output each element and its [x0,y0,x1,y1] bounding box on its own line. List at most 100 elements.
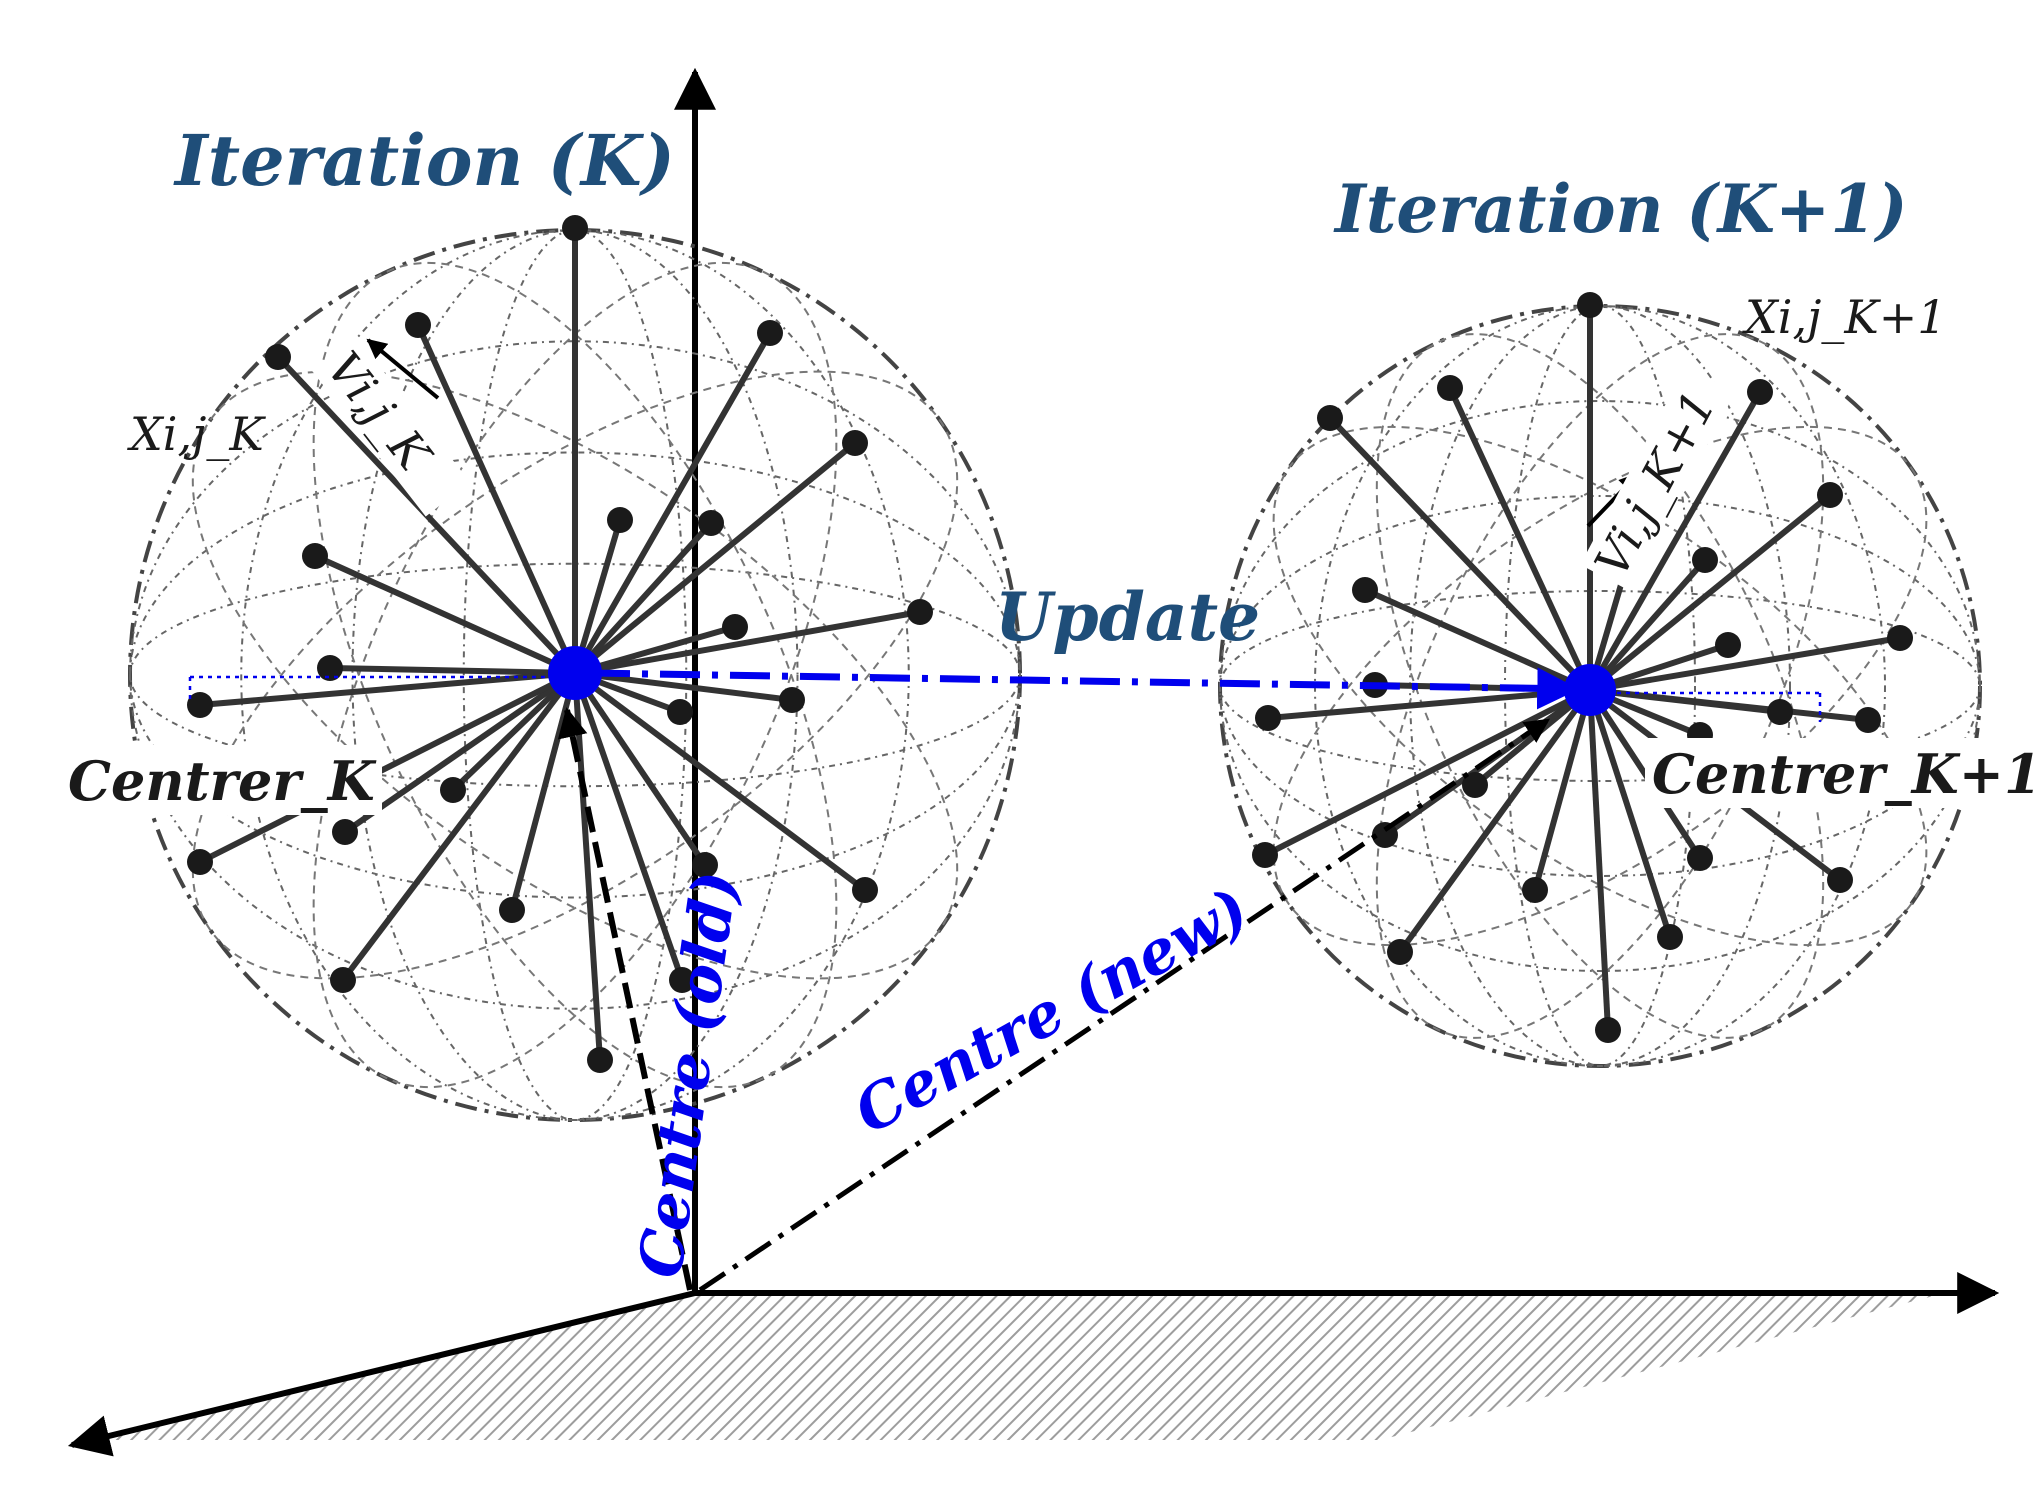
sphere-k-particle [779,687,805,713]
sphere-k1-spoke [1397,688,1593,954]
ground-plane [85,1293,1945,1440]
sphere-k1-spoke [1327,415,1593,693]
sphere-k-spoke [574,670,793,703]
centrer-k1-label-bg [1645,738,2005,808]
sphere-k-particle [607,507,633,533]
centre-old-arrow [557,707,693,1291]
position-k1-label: Xi,j_K+1 [1742,290,1947,344]
sphere-k1-particle [1767,699,1793,725]
title-iteration-k: Iteration (K) [173,119,675,202]
position-k-label: Xi,j_K [127,407,266,461]
sphere-k-particle [330,967,356,993]
sphere-k1-particle [1817,482,1843,508]
sphere-k1-particle [1352,577,1378,603]
sphere-k1-spoke [1589,687,1869,723]
sphere-k-particle [852,877,878,903]
sphere-k1-particle [1252,842,1278,868]
sphere-k-spoke [572,520,714,676]
sphere-k1-particle [1437,375,1463,401]
sphere-k-spoke [574,609,921,676]
sphere-k1-particle [1887,625,1913,651]
sphere-k-spoke [313,553,577,676]
velocity-k1-label-bg [1580,365,1736,591]
sphere-k1-particle [1255,705,1281,731]
sphere-k1-particle [1657,924,1683,950]
sphere-k-particle [669,967,695,993]
sphere-k-particle [667,699,693,725]
centrer-k-label-bg [62,745,382,815]
sphere-k-meridian [351,229,799,1121]
sphere-k1-particle [1317,405,1343,431]
sphere-k-ring [191,370,959,980]
sphere-k1-particle [1522,877,1548,903]
sphere-k-particle [302,543,328,569]
sphere-k1-spoke [1589,635,1901,693]
sphere-k1-particle [1827,867,1853,893]
centre-new-arrow [698,717,1551,1293]
update-arrow [589,667,1580,710]
sphere-k-particle [499,897,525,923]
centre-k1-node [1564,664,1616,716]
sphere-k-particle [587,1047,613,1073]
centrer-k-label: Centrer_K [68,749,377,813]
velocity-k-arrow [366,338,440,400]
sphere-k1-ring [1272,425,1928,947]
sphere-k-particle [692,852,718,878]
sphere-k1-particle [1577,292,1603,318]
sphere-k1-particle [1692,547,1718,573]
sphere-k1-particle [1462,772,1488,798]
sphere-k-spoke [572,331,773,675]
sphere-k-spoke [340,671,578,982]
sphere-k1-spoke [1587,689,1673,938]
title-iteration-k1: Iteration (K+1) [1333,170,1907,248]
sphere-k1-particle [1687,845,1713,871]
sphere-k1-spoke [1587,558,1708,692]
sphere-k-particle [722,614,748,640]
sphere-k-spoke [343,670,577,835]
sphere-k-spoke [573,440,857,676]
sphere-k-particle [757,320,783,346]
sphere-k-particle [187,849,213,875]
update-label: Update [995,578,1260,656]
sphere-k1-particle [1855,707,1881,733]
sphere-k-particle [440,777,466,803]
sphere-k-particle [265,344,291,370]
sphere-k-particle [907,599,933,625]
z-axis [67,1290,696,1457]
sphere-k-spoke [415,323,578,675]
sphere-k-particle [698,510,724,536]
sphere-k-spoke [450,670,578,793]
sphere-k1-particle [1595,1017,1621,1043]
sphere-k1-spoke [1532,689,1593,891]
sphere-k1-ring [1272,425,1928,947]
sphere-k1-spoke [1447,386,1593,692]
sphere-k-particle [317,655,343,681]
sphere-k-particle [562,215,588,241]
sphere-k-spoke [199,670,576,708]
sphere-k1-ring [1375,333,1825,1039]
sphere-k1-particle [1715,632,1741,658]
sphere-k-spoke [198,670,577,865]
sphere-k1-spoke [1267,687,1591,721]
sphere-k-spoke [572,671,708,867]
sphere-k-spoke [572,672,685,981]
sphere-k-particle [842,430,868,456]
sphere-k-spoke [573,670,867,893]
sphere-k1-particle [1387,939,1413,965]
sphere-k1-spoke [1263,687,1592,858]
sphere-k-particle [332,819,358,845]
sphere-k1-particle [1372,822,1398,848]
centrer-k1-label: Centrer_K+1 [1652,742,2042,806]
sphere-k1-spoke [1588,492,1832,693]
sphere-k-particle [187,692,213,718]
sphere-k-particle [405,312,431,338]
sphere-k1-spoke [1587,689,1611,1031]
centre-k-node [548,646,602,700]
sphere-k1-spoke [1363,587,1592,693]
sphere-k-ring [312,261,838,1089]
velocity-k-label-bg [311,336,470,517]
centre-new-label: Centre (new) [843,874,1260,1148]
sphere-k-spoke [329,665,576,676]
sphere-k-latitude [129,340,1021,1010]
